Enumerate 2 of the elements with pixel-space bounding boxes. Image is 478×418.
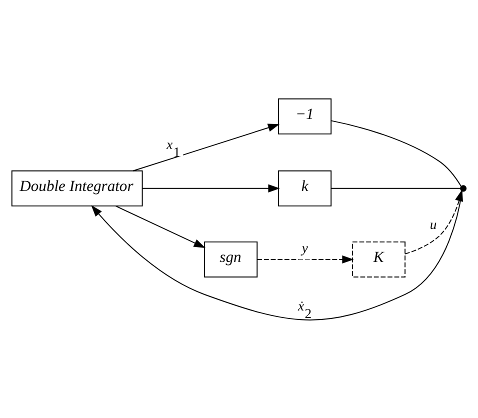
edge-label: y bbox=[302, 240, 308, 255]
edge-label: u bbox=[430, 216, 437, 232]
